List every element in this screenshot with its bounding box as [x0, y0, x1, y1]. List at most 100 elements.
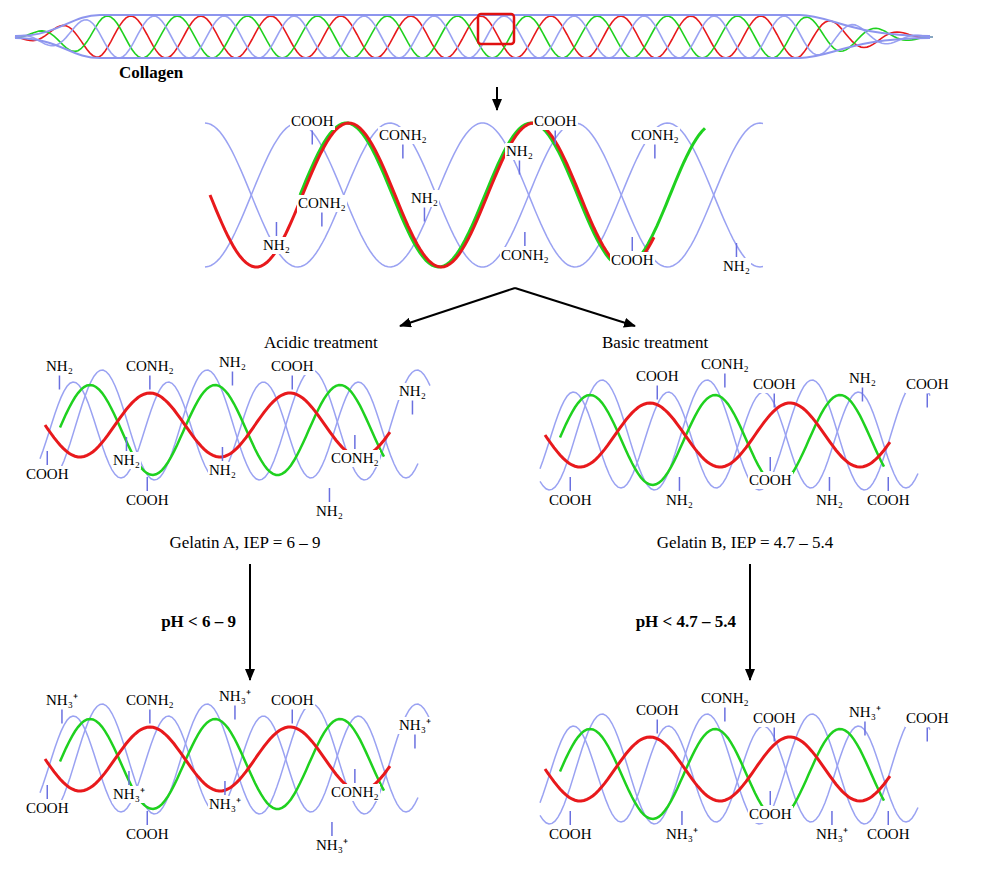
bond-stick — [232, 372, 234, 386]
functional-group: NH₃⁺ — [398, 717, 432, 734]
process-arrow — [749, 564, 751, 680]
bond-stick — [864, 722, 866, 736]
helix-strand — [205, 123, 763, 267]
helix-strand — [40, 704, 430, 814]
functional-group: CONH₂ — [630, 127, 680, 144]
collagen-fibre: Collagen — [10, 5, 935, 87]
helix-strand — [540, 726, 918, 822]
bond-stick — [524, 232, 526, 246]
bond-stick — [321, 213, 323, 227]
helix-strand — [540, 392, 918, 488]
functional-group: COOH — [290, 113, 335, 130]
collagen-strand — [15, 16, 933, 58]
fibre-outline — [15, 15, 930, 36]
functional-group: COOH — [752, 376, 797, 393]
bond-stick — [61, 710, 63, 724]
functional-group: COOH — [635, 368, 680, 385]
helix-strand — [40, 716, 418, 812]
functional-group: NH₂ — [505, 143, 534, 160]
bond-stick — [312, 131, 314, 145]
bond-stick — [724, 374, 726, 388]
bond-stick — [222, 447, 224, 461]
bond-stick — [519, 161, 521, 175]
bond-stick — [424, 208, 426, 222]
functional-group: NH₂ — [848, 370, 877, 387]
bond-stick — [128, 771, 130, 785]
bond-stick — [147, 811, 149, 825]
ph-condition: pH < 4.7 – 5.4 — [634, 612, 738, 632]
ph-condition: pH < 6 – 9 — [159, 612, 238, 632]
functional-group: CONH₂ — [378, 127, 428, 144]
treatment-label: Basic treatment — [600, 333, 710, 353]
helix-strand — [540, 380, 930, 490]
functional-group: COOH — [752, 710, 797, 727]
functional-group: COOH — [635, 702, 680, 719]
functional-group: COOH — [748, 806, 793, 823]
bond-stick — [829, 477, 831, 491]
functional-group: COOH — [533, 113, 578, 130]
bond-stick — [657, 720, 659, 734]
functional-group: NH₃⁺ — [848, 704, 882, 721]
functional-group: COOH — [25, 466, 70, 483]
bond-stick — [657, 386, 659, 400]
gelatin-a-helix: NH₂CONH₂NH₂COOHNH₂COOHNH₂NH₂CONH₂COOHNH₂… — [20, 326, 445, 564]
bond-stick — [354, 435, 356, 449]
functional-group: COOH — [905, 710, 950, 727]
functional-group: NH₂ — [208, 462, 237, 479]
process-arrow — [400, 288, 515, 326]
bond-stick — [354, 769, 356, 783]
functional-group: COOH — [748, 472, 793, 489]
bond-stick — [927, 394, 929, 408]
bond-stick — [770, 791, 772, 805]
bond-stick — [774, 728, 776, 742]
functional-group: NH₂ — [315, 503, 344, 520]
bond-stick — [47, 451, 49, 465]
bond-stick — [47, 785, 49, 799]
functional-group: CONH₂ — [500, 247, 550, 264]
gelatin-caption: Gelatin A, IEP = 6 – 9 — [168, 534, 321, 553]
helix-strand — [560, 395, 884, 485]
functional-group: CONH₂ — [125, 692, 175, 709]
functional-group: NH₃⁺ — [815, 826, 849, 843]
helix-drawing — [200, 110, 770, 288]
functional-group: NH₃⁺ — [45, 692, 79, 709]
bond-stick — [774, 394, 776, 408]
functional-group: NH₂ — [218, 354, 247, 371]
helix-strand — [210, 123, 654, 267]
functional-group: COOH — [270, 692, 315, 709]
bond-stick — [276, 222, 278, 236]
functional-group: NH₂ — [665, 492, 694, 509]
functional-group: NH₂ — [112, 452, 141, 469]
functional-group: NH₃⁺ — [315, 837, 349, 854]
functional-group: NH₃⁺ — [218, 688, 252, 705]
helix-strand — [540, 714, 930, 824]
helix-strand — [560, 729, 884, 819]
helix-strand — [545, 403, 890, 467]
functional-group: COOH — [905, 376, 950, 393]
bond-stick — [654, 145, 656, 159]
bond-stick — [888, 477, 890, 491]
functional-group: NH₃⁺ — [208, 796, 242, 813]
process-arrow — [496, 87, 498, 110]
functional-group: COOH — [125, 826, 170, 843]
bond-stick — [402, 145, 404, 159]
functional-group: COOH — [548, 826, 593, 843]
helix-drawing — [530, 680, 965, 888]
helix-strand — [300, 123, 705, 267]
helix-strand — [40, 370, 430, 480]
functional-group: NH₂ — [262, 237, 291, 254]
bond-stick — [570, 811, 572, 825]
functional-group: CONH₂ — [297, 195, 347, 212]
bond-stick — [224, 781, 226, 795]
functional-group: COOH — [270, 358, 315, 375]
bond-stick — [292, 376, 294, 390]
helix-strand — [205, 123, 763, 267]
bond-stick — [329, 488, 331, 502]
helix-strand — [545, 737, 890, 801]
bond-stick — [888, 811, 890, 825]
functional-group: NH₂ — [815, 492, 844, 509]
gelatin-b-helix: COOHCONH₂COOHNH₂COOHCOOHNH₂COOHNH₂COOHGe… — [530, 326, 965, 564]
fibre-outline — [15, 38, 930, 58]
bond-stick — [149, 376, 151, 390]
zoom-box — [478, 14, 514, 44]
